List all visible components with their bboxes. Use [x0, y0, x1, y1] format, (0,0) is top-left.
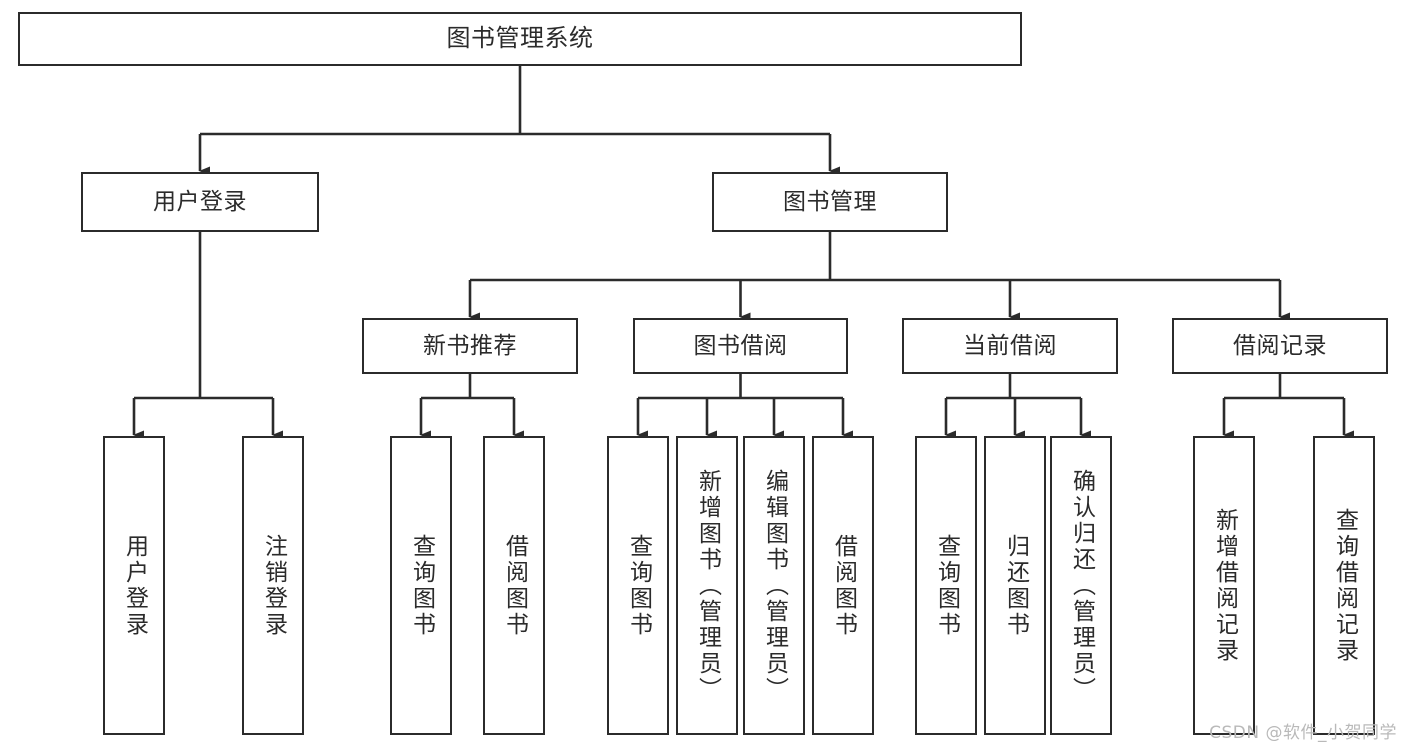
node-label-l3-querybook2: 查询图书	[625, 533, 652, 638]
node-l3-queryrecord[interactable]: 查询借阅记录	[1313, 436, 1375, 735]
node-l3-querybook2[interactable]: 查询图书	[607, 436, 669, 735]
node-l3-editbook[interactable]: 编辑图书（管理员）	[743, 436, 805, 735]
node-label-l3-queryrecord: 查询借阅记录	[1331, 507, 1358, 664]
node-label-l3-borrowbook2: 借阅图书	[830, 533, 857, 638]
node-l3-logout[interactable]: 注销登录	[242, 436, 304, 735]
node-label-l2-new: 新书推荐	[423, 332, 517, 359]
node-l2-record[interactable]: 借阅记录	[1172, 318, 1388, 374]
node-label-root: 图书管理系统	[446, 24, 594, 53]
node-l1-login[interactable]: 用户登录	[81, 172, 319, 232]
node-label-l3-userlogin: 用户登录	[121, 533, 148, 638]
node-label-l3-querybook3: 查询图书	[933, 533, 960, 638]
node-l3-borrowbook2[interactable]: 借阅图书	[812, 436, 874, 735]
node-l2-borrow[interactable]: 图书借阅	[633, 318, 848, 374]
node-label-l3-borrowbook1: 借阅图书	[501, 533, 528, 638]
node-root[interactable]: 图书管理系统	[18, 12, 1022, 66]
node-label-l2-current: 当前借阅	[963, 332, 1057, 359]
node-l3-confirm[interactable]: 确认归还（管理员）	[1050, 436, 1112, 735]
node-label-l3-querybook1: 查询图书	[408, 533, 435, 638]
node-l3-returnbook[interactable]: 归还图书	[984, 436, 1046, 735]
node-l3-querybook3[interactable]: 查询图书	[915, 436, 977, 735]
node-label-l3-logout: 注销登录	[260, 533, 287, 638]
node-l3-addbook[interactable]: 新增图书（管理员）	[676, 436, 738, 735]
node-label-l1-login: 用户登录	[153, 188, 247, 215]
node-label-l2-record: 借阅记录	[1233, 332, 1327, 359]
node-label-l1-books: 图书管理	[783, 188, 877, 215]
node-l2-new[interactable]: 新书推荐	[362, 318, 578, 374]
node-l1-books[interactable]: 图书管理	[712, 172, 948, 232]
node-label-l3-addrecord: 新增借阅记录	[1211, 507, 1238, 664]
edge-group	[132, 66, 1354, 440]
node-l3-addrecord[interactable]: 新增借阅记录	[1193, 436, 1255, 735]
csdn-watermark: CSDN @软件_小贺同学	[1209, 723, 1397, 743]
node-label-l3-confirm: 确认归还（管理员）	[1068, 468, 1095, 703]
node-l2-current[interactable]: 当前借阅	[902, 318, 1118, 374]
node-label-l3-editbook: 编辑图书（管理员）	[761, 468, 788, 703]
node-label-l2-borrow: 图书借阅	[693, 332, 788, 359]
node-l3-userlogin[interactable]: 用户登录	[103, 436, 165, 735]
node-label-l3-returnbook: 归还图书	[1002, 533, 1029, 638]
node-l3-querybook1[interactable]: 查询图书	[390, 436, 452, 735]
node-label-l3-addbook: 新增图书（管理员）	[694, 468, 721, 703]
node-l3-borrowbook1[interactable]: 借阅图书	[483, 436, 545, 735]
